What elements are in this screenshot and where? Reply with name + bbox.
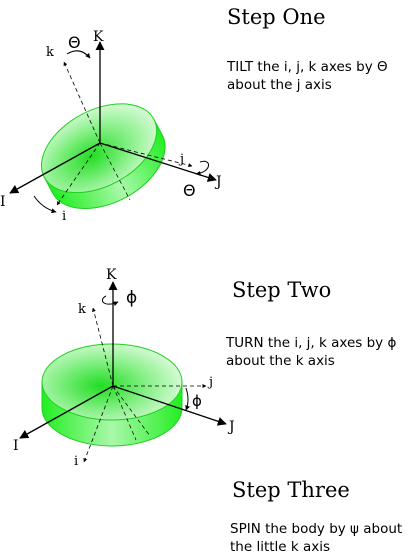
step-two-guide-line-1	[112, 385, 137, 441]
step-one-theta-arc-i	[33, 195, 57, 214]
step-three-description: SPIN the body by ψ about the little k ax…	[230, 521, 403, 555]
step-one-description: TILT the i, j, k axes by Θ about the j a…	[227, 59, 388, 93]
step-two-label-J: J	[227, 419, 235, 435]
step-two-guide-line-2	[112, 385, 151, 437]
step-one-label-J: J	[214, 174, 222, 190]
step-one-disk	[40, 103, 166, 210]
step-two-description: TURN the i, j, k axes by ϕ about the k a…	[226, 335, 397, 369]
step-one-label-K: K	[93, 29, 104, 45]
step-one-label-i: i	[62, 209, 66, 224]
step-two-diagram: K I J k i j ϕ ϕ	[13, 267, 235, 469]
step-one-theta-symbol-top: Θ	[68, 33, 81, 52]
step-two-phi-arc-j	[185, 387, 190, 411]
step-one-theta-arc-top	[66, 50, 91, 59]
step-one-label-I: I	[0, 194, 6, 210]
step-one-diagram: K I J k i j Θ Θ	[0, 29, 222, 224]
step-one-j-axis	[99, 142, 193, 168]
step-two-label-j: j	[207, 375, 213, 390]
step-two-phi-arc-top	[102, 295, 119, 307]
step-one-I-axis	[9, 142, 101, 194]
step-three-title: Step Three	[232, 478, 350, 502]
step-two-phi-symbol-top: ϕ	[126, 288, 137, 308]
step-two-I-axis	[19, 385, 114, 439]
step-one-i-axis	[56, 142, 101, 206]
step-two-title: Step Two	[232, 278, 332, 302]
step-two-phi-symbol-j: ϕ	[192, 392, 202, 410]
step-two-J-axis	[112, 385, 227, 426]
step-two-label-I: I	[13, 438, 19, 454]
step-one-theta-arc-j	[195, 160, 209, 176]
step-two-disk	[41, 343, 183, 447]
step-one-title: Step One	[227, 5, 326, 29]
step-one-guide-line	[99, 142, 131, 201]
step-two-label-i: i	[74, 454, 78, 469]
step-one-label-k: k	[46, 45, 54, 60]
step-two-label-k: k	[78, 302, 86, 317]
step-one-label-j: j	[178, 152, 184, 167]
step-two-label-K: K	[106, 267, 117, 283]
step-one-theta-symbol-j: Θ	[183, 181, 196, 200]
step-one-k-axis	[63, 61, 101, 144]
